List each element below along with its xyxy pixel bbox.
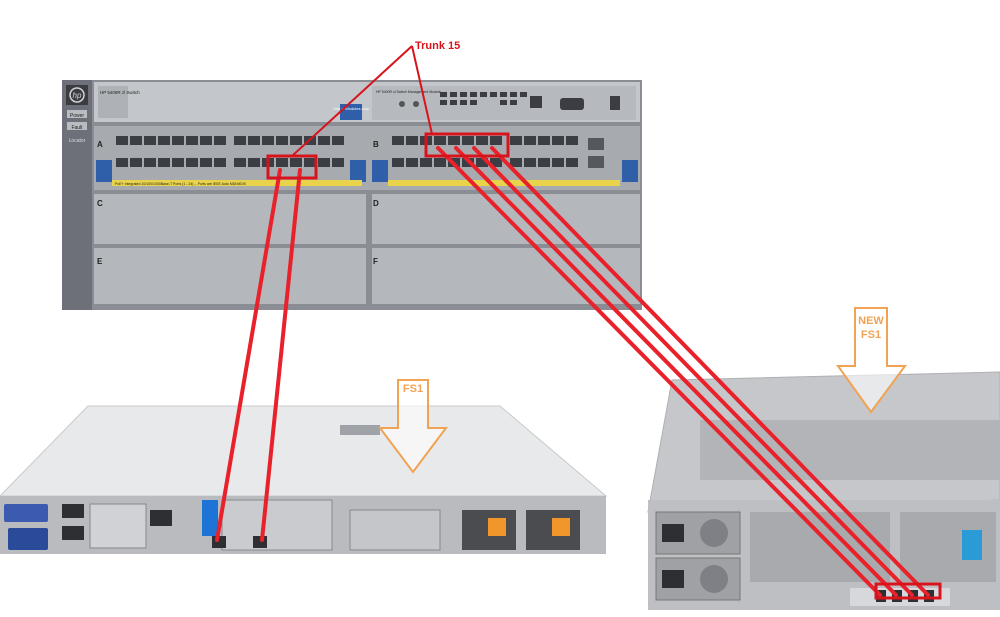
slot-f-label: F [373, 257, 378, 266]
fs1-label: FS1 [403, 383, 423, 395]
status-fault: Fault [71, 125, 83, 131]
switch-model-label: HP 5406R zl Switch [100, 90, 140, 95]
slot-d-label: D [373, 199, 379, 208]
slot-c-label: C [97, 199, 103, 208]
trunk-highlight-slot-b [424, 132, 510, 158]
slot-a-ports [116, 136, 344, 167]
fs1-top-cover [0, 405, 608, 497]
slot-e-label: E [97, 257, 103, 266]
new-fs1-label-line2: FS1 [861, 329, 881, 341]
slot-b-label: B [373, 140, 379, 149]
fs1-arrow-icon [378, 379, 448, 474]
new-fs1-arrow-icon [836, 307, 907, 414]
status-power: Power [70, 113, 85, 119]
slot-e [94, 248, 366, 304]
cable-a2-fs1 [260, 168, 302, 542]
cable-b3-newfs1 [472, 146, 914, 597]
cable-b2-newfs1 [454, 146, 898, 597]
slot-f [372, 248, 640, 304]
slot-a-label: A [97, 140, 103, 149]
port-strip-a [112, 180, 362, 186]
status-locator: Locator [69, 138, 86, 144]
port-strip-label-a: PoE+ Integrated 10/100/1000Base-T Ports … [115, 182, 247, 186]
hp-switch: hp Power Fault Locator HP 5406R zl Switc… [62, 80, 642, 310]
switch-left-bezel [62, 80, 92, 310]
trunk-cables [215, 146, 930, 597]
slot-c [94, 194, 366, 244]
mgmt-module-label: HP 5400R zl Switch Management Module [376, 90, 441, 94]
use-modules-label: Use zl Modules only [333, 106, 369, 111]
trunk-callout-lines [291, 45, 433, 157]
port-strip-b [388, 180, 620, 186]
fs1-nic-2 [253, 536, 267, 548]
new-fs1-label-line1: NEW [858, 315, 884, 327]
cable-b4-newfs1 [490, 146, 930, 597]
trunk-label: Trunk 15 [415, 40, 460, 52]
cable-a1-fs1 [215, 168, 282, 542]
cable-b1-newfs1 [436, 146, 882, 597]
new-fs1-nic-highlight [874, 582, 942, 600]
server-fs1 [0, 405, 608, 554]
svg-text:hp: hp [73, 91, 82, 100]
